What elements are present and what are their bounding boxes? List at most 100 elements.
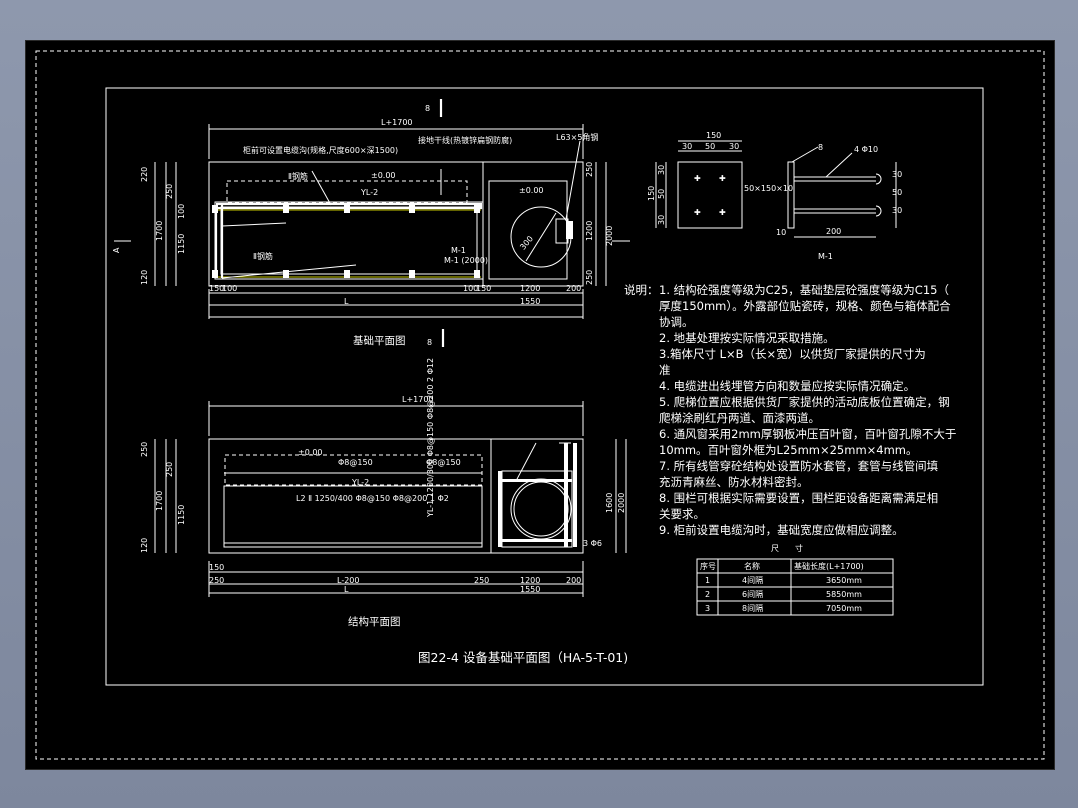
- svg-text:30: 30: [892, 206, 902, 215]
- note-line-5: 准: [659, 363, 671, 377]
- svg-text:200: 200: [826, 227, 841, 236]
- top-note-l63: L63×5角钢: [556, 132, 598, 142]
- bottom-plan-caption: 结构平面图: [348, 615, 401, 628]
- outer-dashed-border: [35, 50, 1045, 760]
- note-line-2: 协调。: [659, 315, 694, 329]
- table-header-0: 序号: [700, 561, 716, 571]
- top-dim-left-2: 100: [177, 204, 186, 219]
- svg-text:A: A: [112, 247, 121, 253]
- bottom-rebar-label-2: Φ8@150: [426, 458, 461, 467]
- table-cell: 6间隔: [742, 590, 763, 599]
- svg-text:250: 250: [474, 576, 489, 585]
- table-title: 尺 寸: [771, 543, 803, 553]
- svg-text:150: 150: [209, 563, 224, 572]
- note-line-4: 3.箱体尺寸 L×B（长×宽）以供货厂家提供的尺寸为: [659, 347, 926, 361]
- svg-text:250: 250: [140, 442, 149, 457]
- note-line-11: 7. 所有线管穿砼结构处设置防水套管，套管与线管间填: [659, 459, 939, 473]
- table-cell: 7050mm: [826, 604, 862, 613]
- top-dim-overall: L+1700: [381, 118, 413, 127]
- svg-text:1600: 1600: [605, 493, 614, 513]
- drawing-title: 图22-4 设备基础平面图（HA-5-T-01): [418, 650, 628, 665]
- detail-dim-top: 150: [706, 131, 721, 140]
- top-dim-left-3: 1150: [177, 234, 186, 254]
- top-dim-bottom-0: 150: [209, 284, 224, 293]
- detail-m1: 150 30 50 30 ✚✚ ✚✚ 150 30 50 30 50×150×1…: [647, 131, 902, 261]
- notes-prefix: 说明：: [624, 283, 659, 297]
- top-dim-bottom-1: 100: [222, 284, 237, 293]
- svg-text:200: 200: [566, 576, 581, 585]
- top-m1-size: M-1 (2000): [444, 256, 488, 265]
- svg-text:✚: ✚: [719, 208, 726, 217]
- bottom-plan: L+1700 ±0.00 Φ8@150 Φ8@150 YL-2 L2 Ⅱ 125…: [140, 358, 627, 628]
- svg-text:✚: ✚: [694, 208, 701, 217]
- top-dim-bottom-4: 1200: [520, 284, 540, 293]
- note-line-14: 关要求。: [659, 507, 705, 521]
- note-line-12: 充沥青麻丝、防水材料密封。: [659, 475, 809, 489]
- table-cell: 2: [705, 590, 710, 599]
- top-dim-left-5: 1700: [155, 221, 164, 241]
- svg-text:1150: 1150: [177, 505, 186, 525]
- svg-text:30: 30: [682, 142, 692, 151]
- svg-text:30: 30: [657, 165, 666, 175]
- svg-text:1550: 1550: [520, 585, 540, 594]
- svg-text:50: 50: [892, 188, 902, 197]
- notes-block: 说明： 1. 结构砼强度等级为C25，基础垫层砼强度等级为C15（ 厚度150m…: [624, 283, 956, 537]
- svg-text:50: 50: [705, 142, 715, 151]
- top-dim-right-1: 1200: [585, 221, 594, 241]
- note-line-1: 厚度150mm）。外露部位贴瓷砖，规格、颜色与箱体配合: [659, 299, 951, 313]
- table-cell: 1: [705, 576, 710, 585]
- bottom-note-right: YL-1 1200/300 Φ8@150 Φ8@200 2 Φ12: [426, 358, 435, 518]
- bottom-yl-label: YL-2: [351, 478, 369, 487]
- note-line-0: 1. 结构砼强度等级为C25，基础垫层砼强度等级为C15（: [659, 283, 949, 297]
- note-line-15: 9. 柜前设置电缆沟时，基础宽度应做相应调整。: [659, 523, 904, 537]
- note-line-10: 10mm。百叶窗外框为L25mm×25mm×4mm。: [659, 443, 918, 457]
- top-m1-label: M-1: [451, 246, 466, 255]
- bottom-note-mid: L2 Ⅱ 1250/400 Φ8@150 Φ8@200 1 Φ2: [296, 494, 449, 503]
- bottom-dim-overall: L+1700: [402, 395, 434, 404]
- svg-text:30: 30: [892, 170, 902, 179]
- top-circle-label: 300: [518, 234, 535, 251]
- top-dim-bottom-3: 150: [476, 284, 491, 293]
- svg-text:8: 8: [818, 143, 823, 152]
- top-dim-left-0: 220: [140, 167, 149, 182]
- svg-text:250: 250: [165, 462, 174, 477]
- top-note-trench: 柜前可设置电缆沟(规格,尺度600×深1500): [243, 145, 398, 155]
- top-elev-1: ±0.00: [371, 171, 396, 180]
- svg-text:L: L: [344, 585, 349, 594]
- section-mark-top: 8: [425, 104, 430, 113]
- svg-text:30: 30: [657, 215, 666, 225]
- svg-text:4 Φ10: 4 Φ10: [854, 145, 878, 154]
- top-dim-right-0: 250: [585, 162, 594, 177]
- top-note-pipe: 接地干线(热镀锌扁钢防腐): [418, 135, 512, 145]
- note-line-13: 8. 围栏可根据实际需要设置，围栏距设备距离需满足相: [659, 491, 938, 505]
- top-dim-bottom-5: 200: [566, 284, 581, 293]
- top-rebar-label-bottom: Ⅱ钢筋: [253, 251, 273, 261]
- detail-caption: M-1: [818, 252, 833, 261]
- svg-text:L-200: L-200: [337, 576, 359, 585]
- svg-text:1700: 1700: [155, 491, 164, 511]
- top-dim-bottom-2: 100: [463, 284, 478, 293]
- svg-text:✚: ✚: [719, 174, 726, 183]
- note-line-9: 6. 通风窗采用2mm厚钢板冲压百叶窗，百叶窗孔隙不大于: [659, 427, 956, 441]
- svg-text:1200: 1200: [520, 576, 540, 585]
- table-cell: 3650mm: [826, 576, 862, 585]
- bottom-label-b: 3 Φ6: [583, 539, 602, 548]
- sheet-frame: [105, 87, 984, 686]
- table-cell: 8间隔: [742, 604, 763, 613]
- drawing-canvas: L+1700 8: [35, 50, 1045, 760]
- top-plan: L+1700 8: [112, 99, 630, 347]
- bottom-rebar-label: Φ8@150: [338, 458, 373, 467]
- top-dim-1550: 1550: [520, 297, 540, 306]
- detail-plate-label: 50×150×10: [744, 184, 793, 193]
- note-line-7: 5. 爬梯位置应根据供货厂家提供的活动底板位置确定，钢: [659, 395, 950, 409]
- top-dim-right-3: 2000: [605, 226, 614, 246]
- size-table: 尺 寸 序号 名称 基础长度(L+1700) 1 4间隔 3650mm 2 6间…: [696, 543, 894, 616]
- svg-text:✚: ✚: [694, 174, 701, 183]
- top-dim-left-4: 120: [140, 270, 149, 285]
- svg-text:30: 30: [729, 142, 739, 151]
- svg-text:120: 120: [140, 538, 149, 553]
- top-yl-label: YL-2: [360, 188, 378, 197]
- svg-text:250: 250: [209, 576, 224, 585]
- top-dim-l: L: [344, 297, 349, 306]
- cad-viewport[interactable]: L+1700 8: [25, 40, 1055, 770]
